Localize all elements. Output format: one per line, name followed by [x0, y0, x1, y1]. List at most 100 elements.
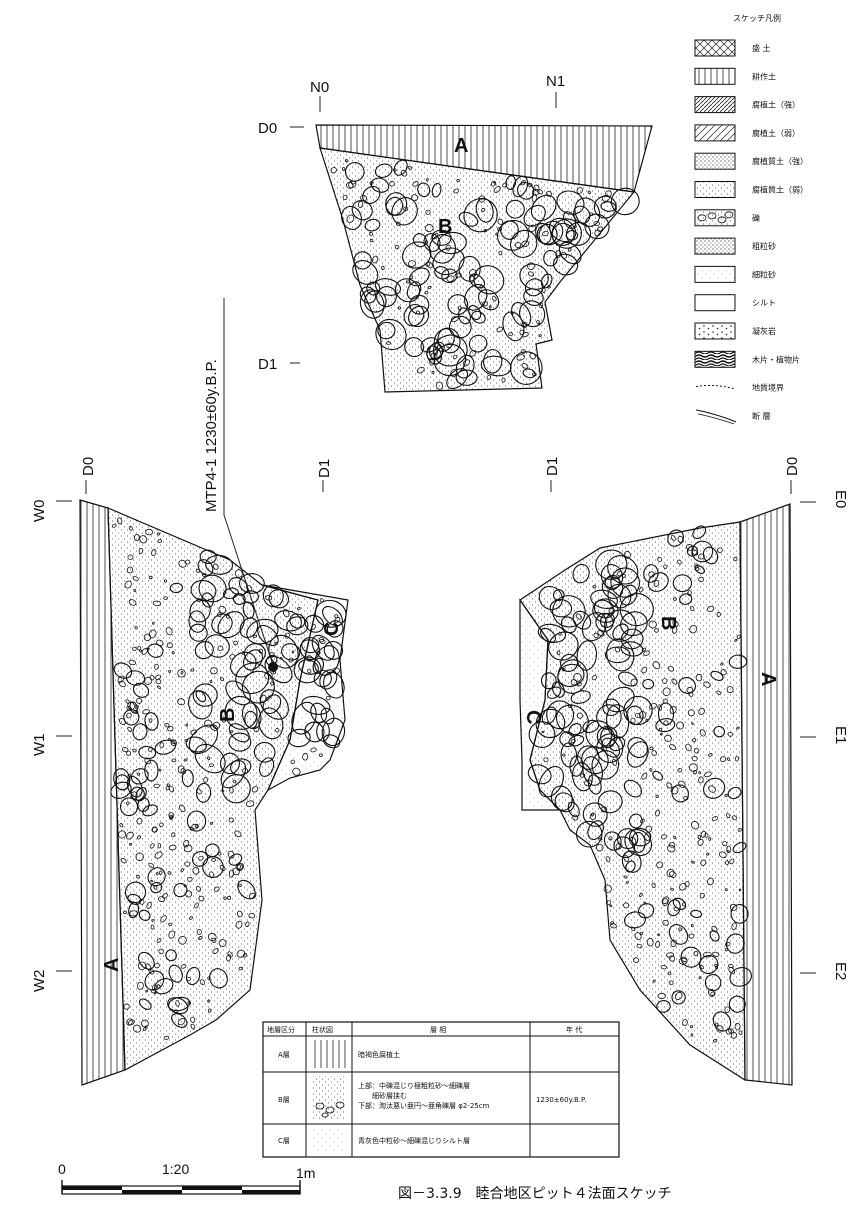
- gravel-clast: [727, 964, 734, 968]
- gravel-clast: [156, 532, 161, 536]
- gravel-clast: [497, 219, 529, 251]
- gravel-clast: [481, 207, 486, 213]
- gravel-clast: [643, 650, 650, 656]
- gravel-clast: [253, 726, 260, 733]
- gravel-clast: [157, 539, 162, 543]
- gravel-clast: [147, 747, 153, 752]
- gravel-clast: [346, 181, 354, 189]
- gravel-clast: [584, 779, 593, 787]
- east-side-label-e2: E2: [832, 962, 849, 980]
- gravel-clast: [505, 175, 517, 191]
- east-layer-c-label: C: [522, 710, 544, 724]
- table-row-b-column-gravel: [315, 1101, 345, 1118]
- gravel-clast: [134, 704, 139, 710]
- gravel-clast: [177, 669, 186, 678]
- gravel-clast: [424, 290, 429, 295]
- legend-item: 断 層: [695, 409, 771, 425]
- gravel-clast: [374, 163, 393, 178]
- gravel-clast: [134, 626, 138, 630]
- gravel-clast: [689, 1025, 694, 1029]
- gravel-clast: [195, 886, 202, 892]
- gravel-clast: [568, 722, 582, 737]
- gravel-clast: [448, 315, 472, 339]
- gravel-clast: [693, 950, 699, 957]
- gravel-clast: [141, 1019, 149, 1028]
- gravel-clast: [676, 721, 685, 730]
- gravel-clast: [552, 595, 586, 628]
- gravel-clast: [168, 922, 173, 926]
- gravel-clast: [175, 1000, 180, 1007]
- gravel-clast: [710, 670, 724, 681]
- gravel-clast: [235, 920, 243, 929]
- gravel-clast: [560, 616, 577, 634]
- gravel-clast: [492, 295, 497, 302]
- gravel-clast: [178, 559, 187, 568]
- gravel-clast: [698, 707, 705, 716]
- gravel-clast: [589, 212, 594, 216]
- gravel-clast: [490, 180, 497, 187]
- gravel-clast: [139, 649, 143, 653]
- gravel-clast: [728, 966, 736, 975]
- gravel-clast: [121, 747, 129, 753]
- gravel-clast: [605, 900, 612, 906]
- gravel-clast: [155, 678, 162, 685]
- gravel-clast: [376, 286, 397, 308]
- gravel-clast: [389, 180, 395, 187]
- gravel-clast: [620, 611, 648, 637]
- east-side-label-e1: E1: [832, 726, 849, 744]
- gravel-clast: [660, 732, 663, 736]
- gravel-clast: [427, 285, 432, 290]
- gravel-clast: [625, 881, 629, 884]
- gravel-clast: [642, 678, 655, 690]
- gravel-clast: [516, 354, 525, 361]
- north-gravel-clasts: [330, 159, 640, 390]
- gravel-clast: [570, 679, 578, 686]
- gravel-clast: [212, 721, 221, 730]
- gravel-clast: [119, 823, 124, 828]
- table-row-c-column: [312, 1128, 346, 1154]
- gravel-clast: [287, 728, 311, 748]
- legend-label: シルト: [752, 299, 776, 308]
- gravel-clast: [655, 809, 660, 817]
- gravel-clast: [178, 936, 187, 945]
- gravel-clast: [655, 940, 661, 948]
- east-layer-a-label: A: [757, 672, 779, 686]
- gravel-clast: [155, 674, 162, 680]
- gravel-clast: [126, 566, 134, 574]
- gravel-clast: [671, 990, 686, 1005]
- gravel-clast: [699, 892, 705, 899]
- gravel-clast: [357, 200, 364, 208]
- gravel-clast: [652, 661, 661, 670]
- gravel-clast: [230, 651, 257, 678]
- gravel-clast: [462, 359, 471, 367]
- gravel-clast: [647, 572, 669, 592]
- gravel-clast: [118, 830, 127, 839]
- gravel-clast: [153, 884, 158, 890]
- gravel-clast: [211, 613, 233, 635]
- gravel-clast: [403, 303, 425, 327]
- gravel-clast: [710, 991, 716, 997]
- gravel-clast: [668, 955, 676, 962]
- gravel-clast: [408, 260, 416, 267]
- gravel-clast: [698, 771, 701, 775]
- gravel-clast: [402, 241, 432, 269]
- gravel-clast: [708, 785, 716, 793]
- gravel-clast: [416, 366, 425, 374]
- gravel-clast: [163, 579, 168, 583]
- gravel-clast: [258, 648, 264, 654]
- gravel-clast: [117, 517, 123, 525]
- gravel-clast: [672, 620, 679, 627]
- gravel-clast: [478, 289, 500, 311]
- gravel-clast: [345, 159, 349, 163]
- gravel-clast: [596, 733, 624, 764]
- west-side-label-w0: W0: [31, 500, 48, 523]
- gravel-clast: [385, 192, 408, 216]
- legend-label: 腐植質土（弱）: [752, 185, 808, 195]
- gravel-clast: [668, 665, 674, 672]
- gravel-clast: [623, 875, 628, 879]
- gravel-clast: [543, 249, 558, 267]
- gravel-clast: [687, 590, 692, 596]
- gravel-clast: [651, 882, 656, 889]
- gravel-clast: [598, 837, 603, 841]
- gravel-clast: [236, 949, 246, 958]
